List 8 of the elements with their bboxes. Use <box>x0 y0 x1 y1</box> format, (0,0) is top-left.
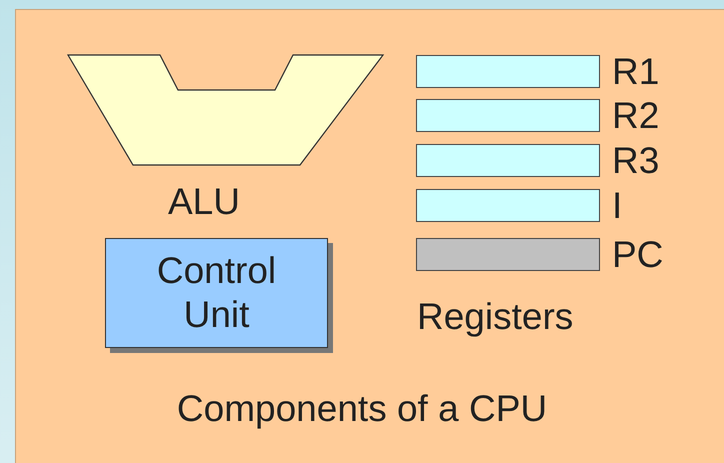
register-label: PC <box>612 236 664 273</box>
register-label: R3 <box>612 142 660 179</box>
register-label: I <box>612 187 622 224</box>
register-label: R1 <box>612 53 660 90</box>
registers-label: Registers <box>417 298 574 335</box>
alu-label: ALU <box>168 183 240 220</box>
register-label: R2 <box>612 97 660 134</box>
caption: Components of a CPU <box>176 390 548 427</box>
